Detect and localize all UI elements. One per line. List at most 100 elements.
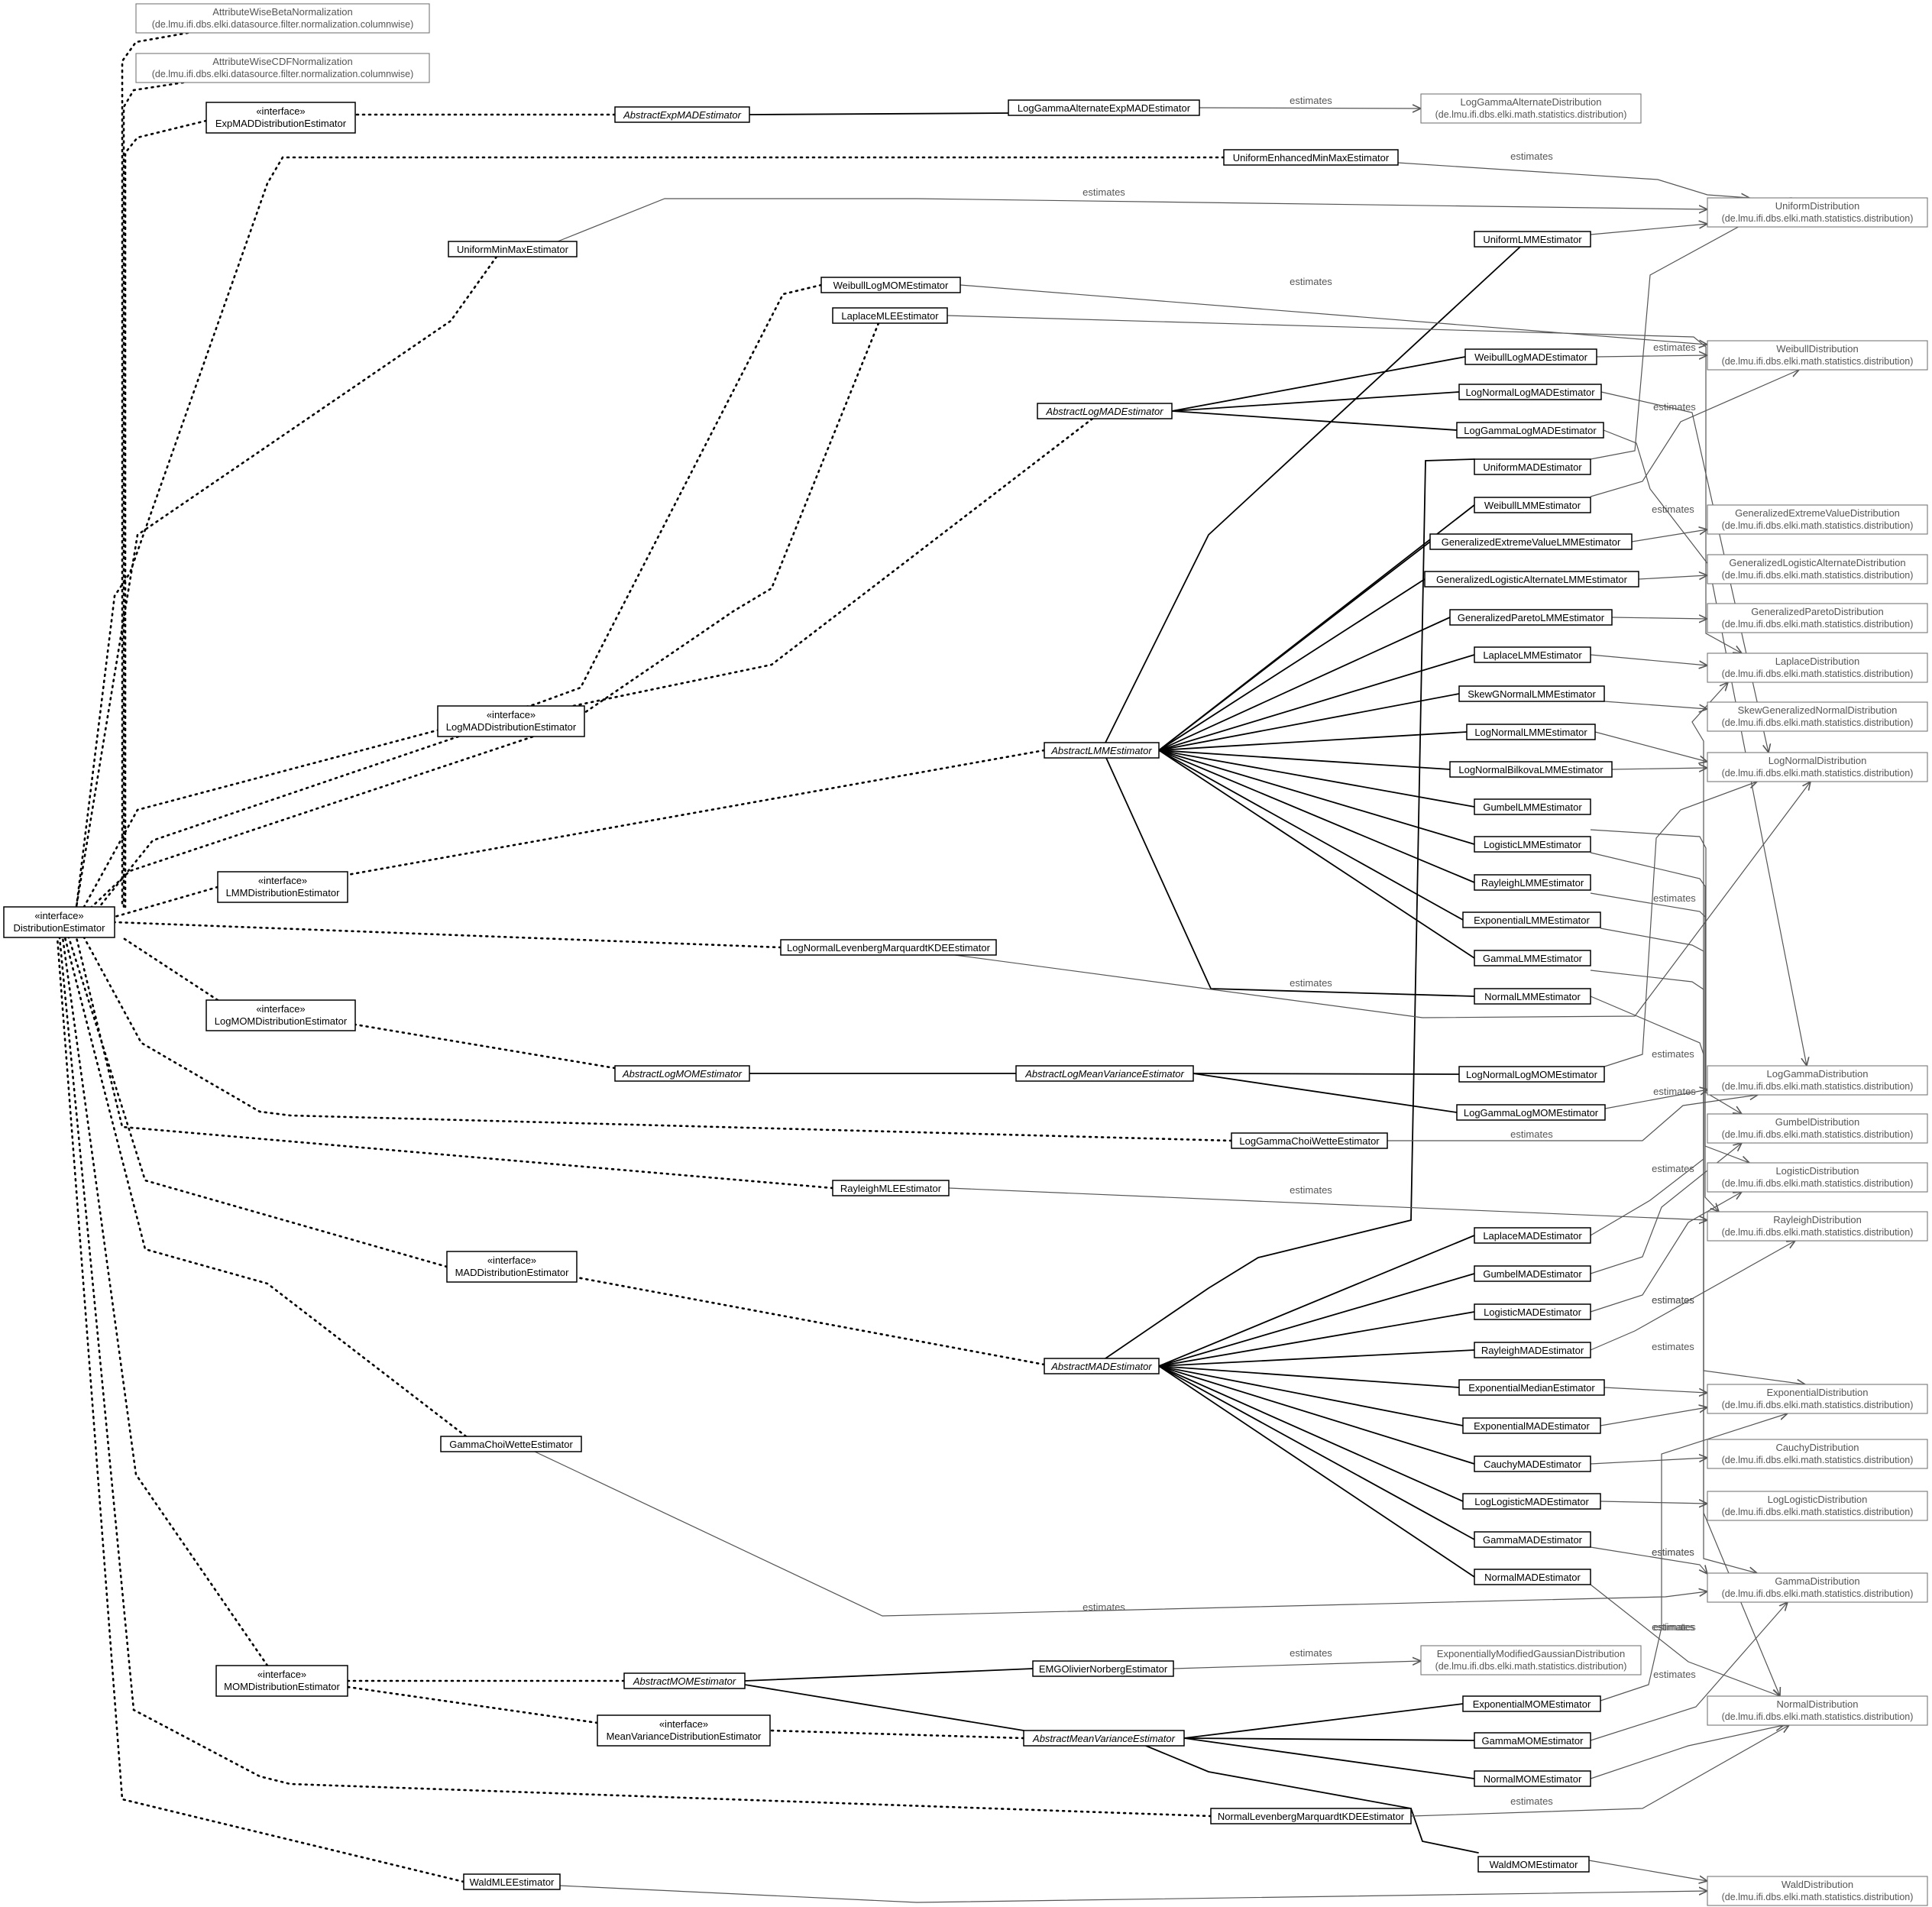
class-gamma-mad-estimator[interactable]: GammaMADEstimator xyxy=(1474,1531,1591,1548)
class-distribution-estimator[interactable]: «interface»DistributionEstimator xyxy=(3,906,115,938)
class-generalized-pareto-lmm-estimator[interactable]: GeneralizedParetoLMMEstimator xyxy=(1449,609,1613,626)
class-rayleigh-mad-estimator[interactable]: RayleighMADEstimator xyxy=(1474,1342,1591,1358)
class-box xyxy=(1474,988,1591,1005)
class-abstract-mom-estimator[interactable]: AbstractMOMEstimator xyxy=(623,1672,746,1689)
class-wald-distribution[interactable]: WaldDistribution(de.lmu.ifi.dbs.elki.mat… xyxy=(1707,1876,1928,1906)
class-log-gamma-log-mad-estimator[interactable]: LogGammaLogMADEstimator xyxy=(1456,422,1604,439)
class-normal-mom-estimator[interactable]: NormalMOMEstimator xyxy=(1474,1770,1591,1787)
class-uniform-lmm-estimator[interactable]: UniformLMMEstimator xyxy=(1474,231,1591,248)
class-abstract-mean-variance-estimator[interactable]: AbstractMeanVarianceEstimator xyxy=(1023,1730,1185,1747)
class-abstract-log-mean-variance-estimator[interactable]: AbstractLogMeanVarianceEstimator xyxy=(1015,1065,1194,1082)
class-logistic-lmm-estimator[interactable]: LogisticLMMEstimator xyxy=(1474,836,1591,853)
class-rayleigh-mle-estimator[interactable]: RayleighMLEEstimator xyxy=(832,1180,950,1196)
class-log-gamma-alternate-exp-mad-estimator[interactable]: LogGammaAlternateExpMADEstimator xyxy=(1008,99,1200,116)
class-abstract-lmm-estimator[interactable]: AbstractLMMEstimator xyxy=(1044,742,1160,759)
class-mad-distribution-estimator[interactable]: «interface»MADDistributionEstimator xyxy=(446,1251,578,1283)
class-log-mom-distribution-estimator[interactable]: «interface»LogMOMDistributionEstimator xyxy=(205,999,356,1031)
inheritance-edge-normal-mom-estimator xyxy=(1183,1737,1475,1779)
realization-edges xyxy=(56,31,1233,1883)
class-normal-distribution[interactable]: NormalDistribution(de.lmu.ifi.dbs.elki.m… xyxy=(1707,1695,1928,1726)
class-log-normal-bilkova-lmm-estimator[interactable]: LogNormalBilkovaLMMEstimator xyxy=(1449,761,1613,778)
class-mean-variance-distribution-estimator[interactable]: «interface»MeanVarianceDistributionEstim… xyxy=(597,1714,771,1747)
class-normal-lmm-estimator[interactable]: NormalLMMEstimator xyxy=(1474,988,1591,1005)
class-normal-levenberg-marquardt-kde-estimator[interactable]: NormalLevenbergMarquardtKDEEstimator xyxy=(1210,1808,1412,1824)
class-box xyxy=(1449,761,1613,778)
class-wald-mom-estimator[interactable]: WaldMOMEstimator xyxy=(1477,1856,1590,1873)
class-normal-mad-estimator[interactable]: NormalMADEstimator xyxy=(1474,1569,1591,1585)
inheritance-edge-log-normal-log-mom-estimator xyxy=(1193,1073,1460,1075)
class-attribute-wise-cdf-normalization[interactable]: AttributeWiseCDFNormalization(de.lmu.ifi… xyxy=(135,53,430,83)
class-weibull-log-mom-estimator[interactable]: WeibullLogMOMEstimator xyxy=(820,277,961,293)
class-log-gamma-distribution[interactable]: LogGammaDistribution(de.lmu.ifi.dbs.elki… xyxy=(1707,1065,1928,1096)
class-log-logistic-distribution[interactable]: LogLogisticDistribution(de.lmu.ifi.dbs.e… xyxy=(1707,1491,1928,1521)
class-generalized-extreme-value-distribution[interactable]: GeneralizedExtremeValueDistribution(de.l… xyxy=(1707,504,1928,535)
class-laplace-lmm-estimator[interactable]: LaplaceLMMEstimator xyxy=(1474,646,1591,663)
class-log-normal-distribution[interactable]: LogNormalDistribution(de.lmu.ifi.dbs.elk… xyxy=(1707,752,1928,782)
class-attribute-wise-beta-normalization[interactable]: AttributeWiseBetaNormalization(de.lmu.if… xyxy=(135,3,430,34)
class-name: GeneralizedExtremeValueDistribution xyxy=(1735,507,1900,519)
class-box xyxy=(1420,1645,1642,1676)
class-lmm-distribution-estimator[interactable]: «interface»LMMDistributionEstimator xyxy=(217,871,348,903)
class-weibull-distribution[interactable]: WeibullDistribution(de.lmu.ifi.dbs.elki.… xyxy=(1707,340,1928,371)
inheritance-edge-gamma-lmm-estimator xyxy=(1158,750,1475,959)
class-exponentially-modified-gaussian-distribution[interactable]: ExponentiallyModifiedGaussianDistributio… xyxy=(1420,1645,1642,1676)
class-weibull-lmm-estimator[interactable]: WeibullLMMEstimator xyxy=(1474,497,1591,513)
class-log-normal-log-mom-estimator[interactable]: LogNormalLogMOMEstimator xyxy=(1458,1066,1605,1083)
class-cauchy-mad-estimator[interactable]: CauchyMADEstimator xyxy=(1474,1455,1591,1472)
class-laplace-mle-estimator[interactable]: LaplaceMLEEstimator xyxy=(832,307,948,324)
class-gamma-mom-estimator[interactable]: GammaMOMEstimator xyxy=(1474,1732,1591,1749)
class-abstract-exp-mad-estimator[interactable]: AbstractExpMADEstimator xyxy=(614,106,750,123)
class-laplace-mad-estimator[interactable]: LaplaceMADEstimator xyxy=(1474,1227,1591,1244)
class-abstract-log-mom-estimator[interactable]: AbstractLogMOMEstimator xyxy=(614,1065,750,1082)
class-gamma-distribution[interactable]: GammaDistribution(de.lmu.ifi.dbs.elki.ma… xyxy=(1707,1572,1928,1603)
class-logistic-distribution[interactable]: LogisticDistribution(de.lmu.ifi.dbs.elki… xyxy=(1707,1162,1928,1193)
estimates-label: estimates xyxy=(1290,1184,1332,1196)
class-uniform-distribution[interactable]: UniformDistribution(de.lmu.ifi.dbs.elki.… xyxy=(1707,197,1928,228)
class-gamma-choi-wette-estimator[interactable]: GammaChoiWetteEstimator xyxy=(440,1436,582,1452)
class-name: SkewGNormalLMMEstimator xyxy=(1468,688,1596,700)
class-log-logistic-mad-estimator[interactable]: LogLogisticMADEstimator xyxy=(1462,1493,1601,1510)
class-log-gamma-log-mom-estimator[interactable]: LogGammaLogMOMEstimator xyxy=(1456,1104,1606,1121)
class-log-gamma-alternate-distribution[interactable]: LogGammaAlternateDistribution(de.lmu.ifi… xyxy=(1420,93,1642,124)
class-log-mad-distribution-estimator[interactable]: «interface»LogMADDistributionEstimator xyxy=(437,705,585,737)
class-generalized-logistic-alternate-lmm-estimator[interactable]: GeneralizedLogisticAlternateLMMEstimator xyxy=(1424,571,1639,588)
class-rayleigh-lmm-estimator[interactable]: RayleighLMMEstimator xyxy=(1474,874,1591,891)
class-exponential-lmm-estimator[interactable]: ExponentialLMMEstimator xyxy=(1462,911,1601,928)
class-generalized-logistic-alternate-distribution[interactable]: GeneralizedLogisticAlternateDistribution… xyxy=(1707,554,1928,584)
estimates-label: estimates xyxy=(1290,276,1332,287)
class-exponential-mom-estimator[interactable]: ExponentialMOMEstimator xyxy=(1462,1695,1601,1712)
class-log-normal-lmm-estimator[interactable]: LogNormalLMMEstimator xyxy=(1466,724,1596,740)
class-weibull-log-mad-estimator[interactable]: WeibullLogMADEstimator xyxy=(1464,348,1597,365)
class-wald-mle-estimator[interactable]: WaldMLEEstimator xyxy=(463,1873,561,1890)
class-abstract-mad-estimator[interactable]: AbstractMADEstimator xyxy=(1044,1358,1160,1374)
stereotype-label: «interface» xyxy=(257,1669,306,1680)
class-uniform-mad-estimator[interactable]: UniformMADEstimator xyxy=(1474,458,1591,475)
class-exp-mad-distribution-estimator[interactable]: «interface»ExpMADDistributionEstimator xyxy=(205,102,356,134)
class-generalized-pareto-distribution[interactable]: GeneralizedParetoDistribution(de.lmu.ifi… xyxy=(1707,603,1928,633)
class-log-normal-levenberg-marquardt-kde-estimator[interactable]: LogNormalLevenbergMarquardtKDEEstimator xyxy=(780,939,997,956)
class-rayleigh-distribution[interactable]: RayleighDistribution(de.lmu.ifi.dbs.elki… xyxy=(1707,1211,1928,1242)
class-logistic-mad-estimator[interactable]: LogisticMADEstimator xyxy=(1474,1303,1591,1320)
realization-edge-wald-mle-estimator xyxy=(56,936,465,1883)
class-uniform-min-max-estimator[interactable]: UniformMinMaxEstimator xyxy=(448,241,578,257)
class-log-gamma-choi-wette-estimator[interactable]: LogGammaChoiWetteEstimator xyxy=(1231,1132,1388,1149)
class-gumbel-lmm-estimator[interactable]: GumbelLMMEstimator xyxy=(1474,798,1591,815)
class-mom-distribution-estimator[interactable]: «interface»MOMDistributionEstimator xyxy=(215,1665,348,1697)
class-exponential-distribution[interactable]: ExponentialDistribution(de.lmu.ifi.dbs.e… xyxy=(1707,1384,1928,1414)
class-gumbel-distribution[interactable]: GumbelDistribution(de.lmu.ifi.dbs.elki.m… xyxy=(1707,1113,1928,1144)
class-uniform-enhanced-min-max-estimator[interactable]: UniformEnhancedMinMaxEstimator xyxy=(1223,149,1399,166)
class-generalized-extreme-value-lmm-estimator[interactable]: GeneralizedExtremeValueLMMEstimator xyxy=(1429,533,1633,550)
class-box xyxy=(1707,554,1928,584)
class-cauchy-distribution[interactable]: CauchyDistribution(de.lmu.ifi.dbs.elki.m… xyxy=(1707,1439,1928,1469)
class-gamma-lmm-estimator[interactable]: GammaLMMEstimator xyxy=(1474,950,1591,966)
class-emg-olivier-norberg-estimator[interactable]: EMGOlivierNorbergEstimator xyxy=(1032,1660,1174,1677)
class-skew-generalized-normal-distribution[interactable]: SkewGeneralizedNormalDistribution(de.lmu… xyxy=(1707,701,1928,732)
class-abstract-log-mad-estimator[interactable]: AbstractLogMADEstimator xyxy=(1037,403,1173,419)
class-exponential-mad-estimator[interactable]: ExponentialMADEstimator xyxy=(1462,1417,1601,1434)
class-gumbel-mad-estimator[interactable]: GumbelMADEstimator xyxy=(1474,1265,1591,1282)
class-laplace-distribution[interactable]: LaplaceDistribution(de.lmu.ifi.dbs.elki.… xyxy=(1707,652,1928,683)
class-exponential-median-estimator[interactable]: ExponentialMedianEstimator xyxy=(1458,1379,1605,1396)
class-log-normal-log-mad-estimator[interactable]: LogNormalLogMADEstimator xyxy=(1458,384,1602,400)
class-skew-g-normal-lmm-estimator[interactable]: SkewGNormalLMMEstimator xyxy=(1458,685,1605,702)
abstract-class-name: AbstractMeanVarianceEstimator xyxy=(1032,1733,1176,1744)
